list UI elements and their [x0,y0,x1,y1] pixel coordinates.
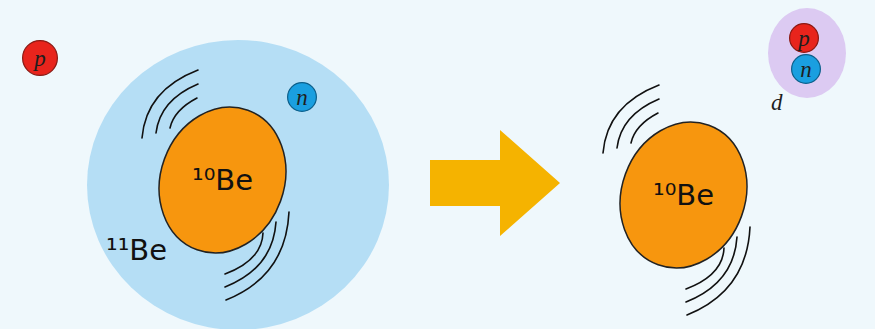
nucleus-label: ¹⁰Be [653,181,714,210]
core-nucleus-outline [139,89,306,271]
reaction-arrow [430,130,560,236]
particle-label: n [800,58,812,81]
nucleus-label: ¹⁰Be [192,166,253,195]
halo-nucleus: ¹¹Be ¹⁰Be n [87,40,389,329]
neutron-outline [288,83,317,112]
neutron: n [791,54,821,84]
proton-outline [790,24,819,53]
particle-label: n [296,86,308,109]
deuteron: dpn [768,8,846,98]
core-nucleus: ¹⁰Be [160,105,285,255]
core-nucleus: ¹⁰Be [621,120,746,270]
deuteron-outline [768,8,846,98]
particle-label: p [34,47,46,70]
proton: p [789,23,819,53]
particle-label: d [771,91,783,114]
halo-nucleus-outline [87,40,389,329]
particle-label: p [798,27,810,50]
neutron: n [287,82,317,112]
vibration-arcs [142,70,289,300]
deuteron-outline [768,8,846,98]
proton: p [22,40,58,76]
core-nucleus-outline [600,104,767,286]
proton-outline [23,41,58,76]
nucleus-label: ¹¹Be [106,236,167,265]
neutron-outline [792,55,821,84]
vibration-arcs [603,85,750,315]
